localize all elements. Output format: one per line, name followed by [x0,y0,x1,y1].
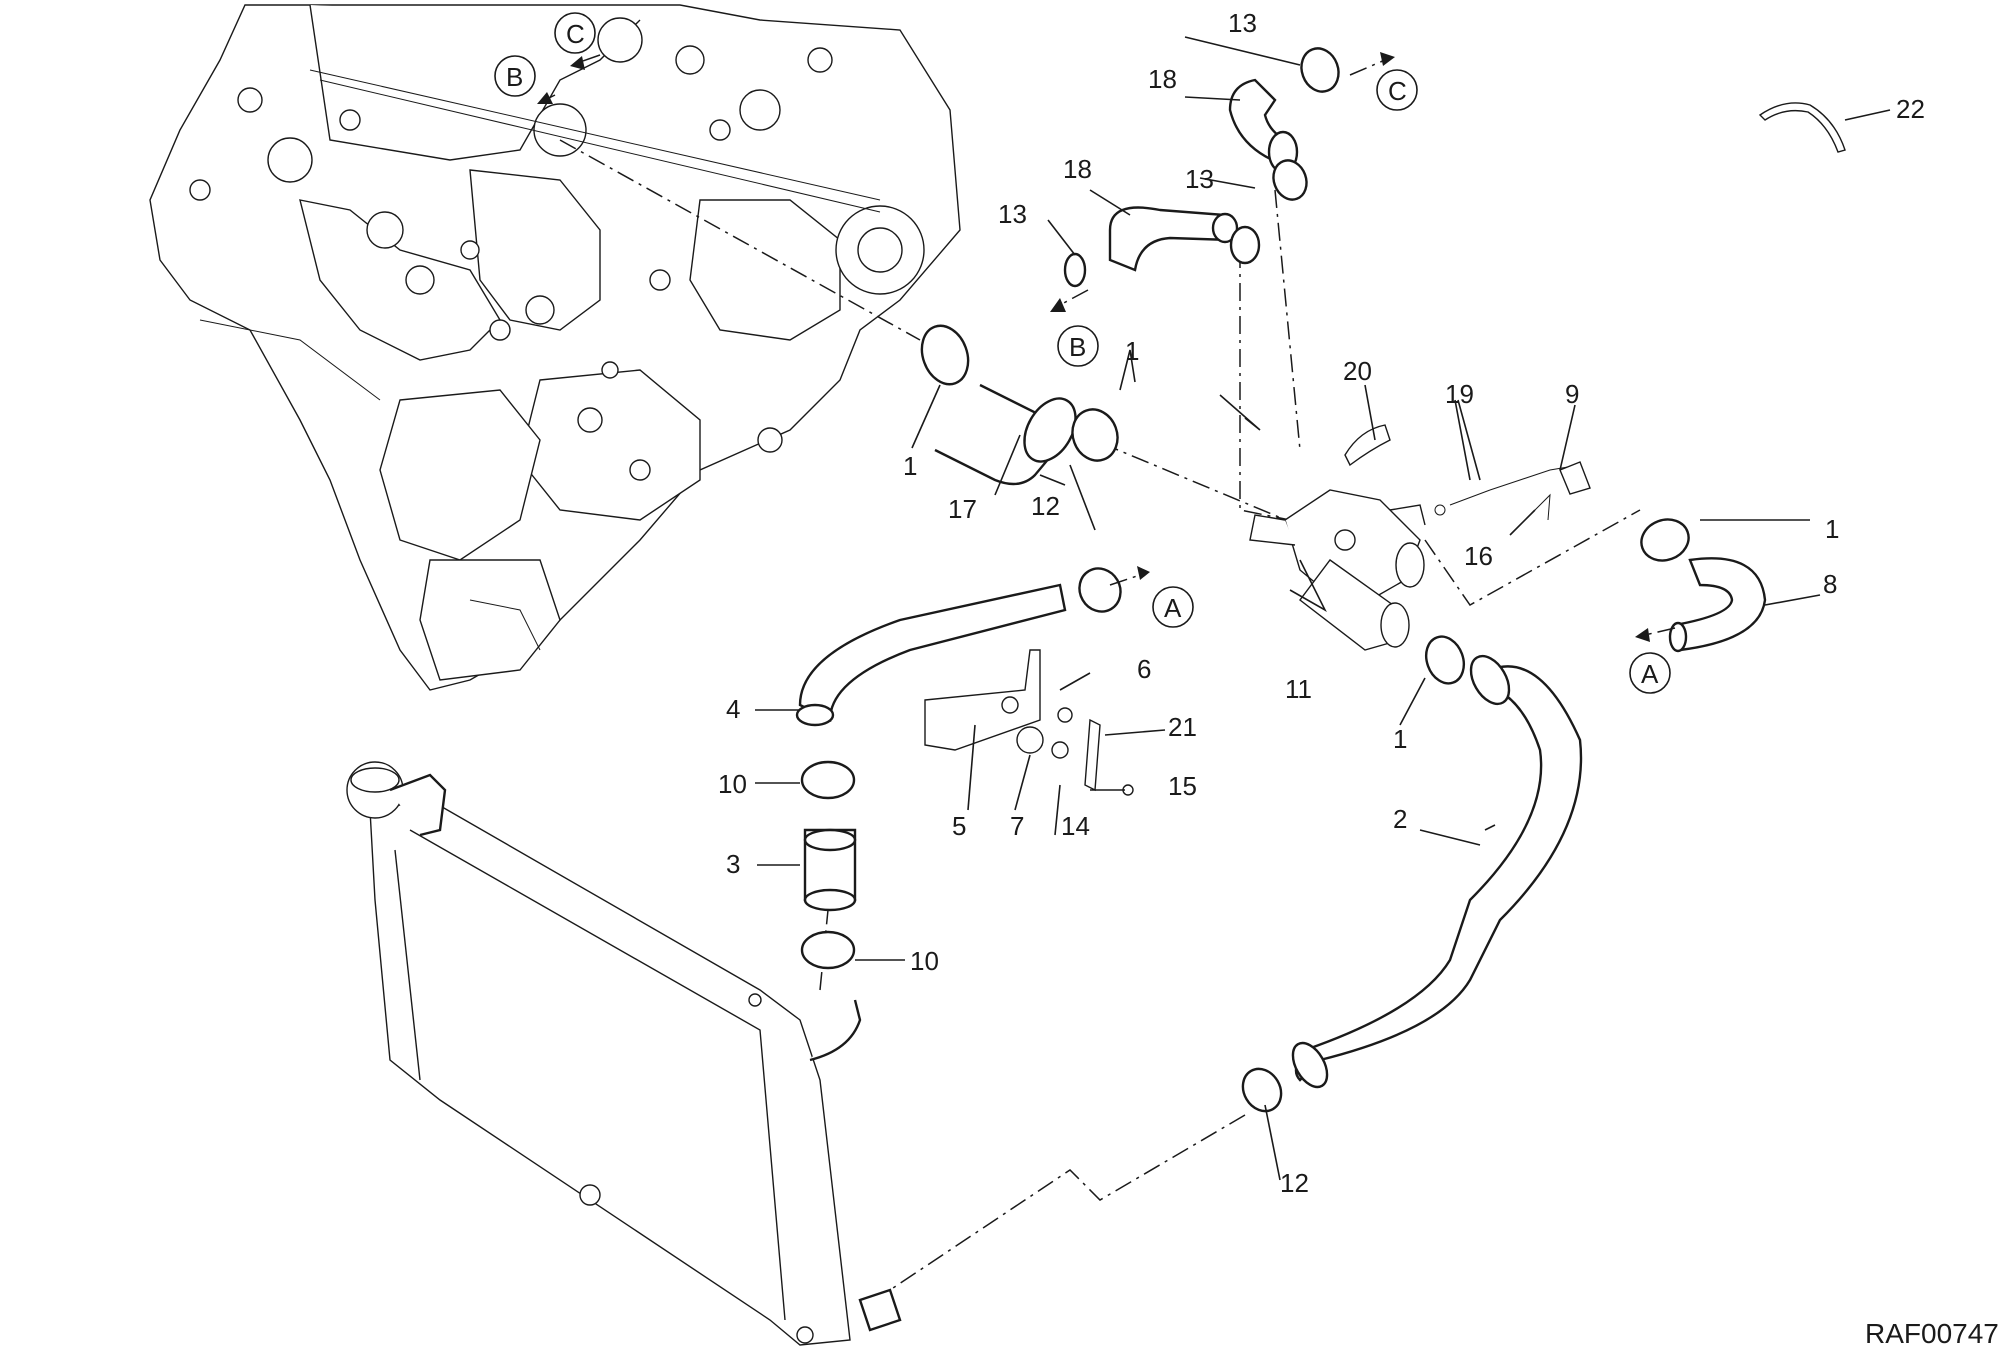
leader-lines [755,36,1891,1181]
callout-17: 17 [948,494,977,524]
ref-B: B [506,62,523,92]
callout-6: 6 [1137,654,1151,684]
ref-C: C [566,19,585,49]
callout-12: 12 [1280,1168,1309,1198]
drawing-code: RAF00747 [1865,1318,1999,1349]
callout-4: 4 [726,694,740,724]
callout-1: 1 [1393,724,1407,754]
hose-4 [795,583,1067,727]
callout-5: 5 [952,811,966,841]
hose-17 [934,383,1077,486]
callout-16: 16 [1464,541,1493,571]
callout-10: 10 [910,946,939,976]
circled-refs: A A B B C C [494,12,1671,694]
callout-13: 13 [1185,164,1214,194]
callout-18: 18 [1063,154,1092,184]
hose-18-lower [1108,206,1239,272]
ref-A: A [1641,659,1659,689]
direction-arrows [537,52,1676,642]
callout-8: 8 [1823,569,1837,599]
callout-22: 22 [1896,94,1925,124]
callout-9: 9 [1565,379,1579,409]
callout-21: 21 [1168,712,1197,742]
hose-18-upper [1228,78,1299,174]
hose-clamps [800,47,1690,1113]
thermostat-housing-11 [1249,489,1426,651]
callout-2: 2 [1393,804,1407,834]
callout-12: 12 [1031,491,1060,521]
callout-11: 11 [1285,674,1312,704]
callout-7: 7 [1010,811,1024,841]
ref-A: A [1164,593,1182,623]
callout-3: 3 [726,849,740,879]
hose-2 [1291,654,1583,1089]
radiator [346,761,902,1346]
callout-18: 18 [1148,64,1177,94]
callout-1: 1 [903,451,917,481]
item-16 [1534,493,1551,521]
callout-13: 13 [1228,8,1257,38]
engine-block [149,4,961,691]
callout-labels: 1 1 1 1 2 3 4 5 6 7 8 9 10 10 11 12 12 1… [718,8,1925,1198]
sensor-9 [1434,461,1591,516]
hose-3 [803,828,857,912]
item-22 [1758,102,1846,153]
callout-13: 13 [998,199,1027,229]
gasket-20 [1344,424,1391,467]
callout-10: 10 [718,769,747,799]
callout-1: 1 [1125,336,1139,366]
callout-15: 15 [1168,771,1197,801]
bracket-5 [924,649,1134,796]
callout-14: 14 [1061,811,1090,841]
callout-20: 20 [1343,356,1372,386]
callout-19: 19 [1445,379,1474,409]
ref-C: C [1388,76,1407,106]
hose-8 [1668,557,1767,653]
callout-1: 1 [1825,514,1839,544]
ref-B: B [1069,332,1086,362]
